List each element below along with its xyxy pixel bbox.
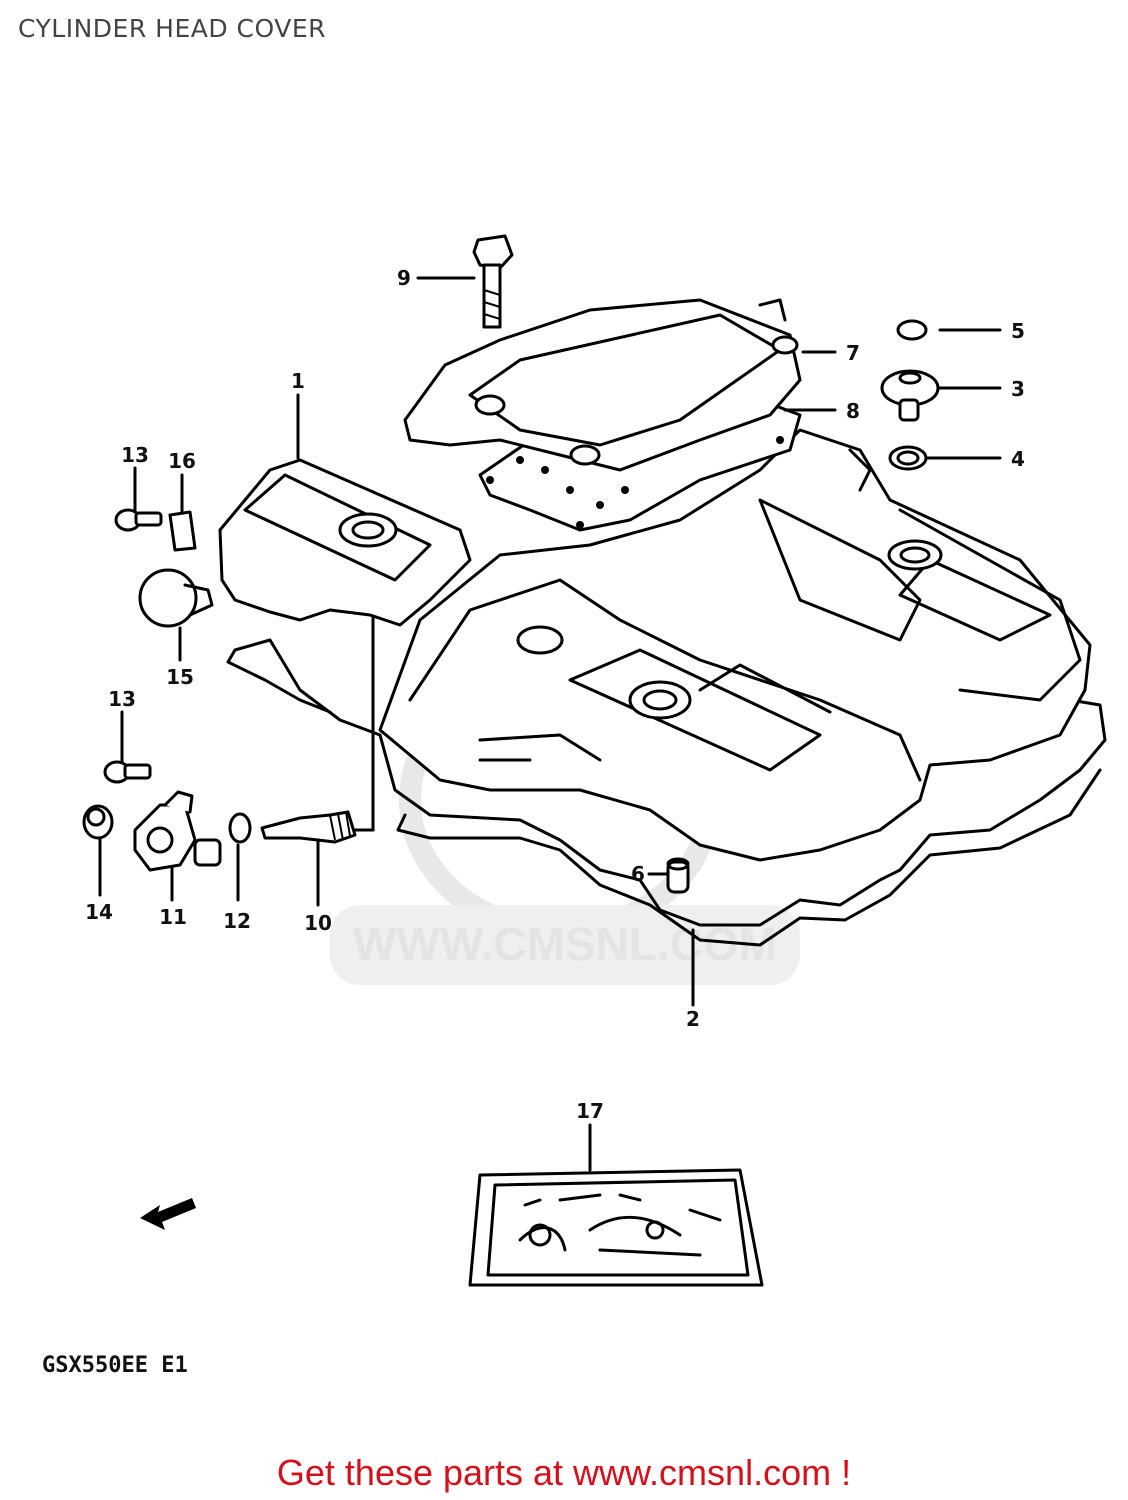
callout-10: 10	[304, 911, 332, 935]
part-14-plug	[82, 804, 114, 840]
callout-9: 9	[397, 266, 411, 290]
leader-lines	[98, 276, 1002, 1172]
parts-diagram: WWW.CMSNL.COM	[42, 234, 1107, 1378]
part-17-gasket-set	[468, 1168, 764, 1287]
part-5-cap	[896, 319, 928, 341]
part-4-o-ring	[888, 445, 928, 471]
callout-13-upper: 13	[121, 443, 149, 467]
watermark-text: WWW.CMSNL.COM	[353, 918, 777, 970]
callout-4: 4	[1011, 447, 1025, 471]
callout-13-lower: 13	[108, 687, 136, 711]
callout-14: 14	[85, 900, 113, 924]
callout-2: 2	[686, 1007, 700, 1031]
callout-11: 11	[159, 905, 187, 929]
part-16-clamp	[168, 510, 197, 552]
callout-5: 5	[1011, 319, 1025, 343]
part-1-cylinder-head-cover	[218, 428, 1092, 862]
callout-17: 17	[576, 1099, 604, 1123]
callout-12: 12	[223, 909, 251, 933]
part-11-tachometer-housing	[133, 790, 222, 872]
callout-1: 1	[291, 369, 305, 393]
part-10-gear	[260, 810, 357, 844]
part-3-bolt	[880, 369, 940, 422]
callout-6: 6	[631, 862, 645, 886]
page-title: CYLINDER HEAD COVER	[18, 14, 327, 43]
part-2-gasket	[226, 638, 1107, 947]
part-6-dowel	[666, 857, 690, 894]
model-code: GSX550EE E1	[42, 1353, 188, 1378]
part-12-o-ring	[228, 812, 252, 844]
part-15-plug	[138, 568, 214, 628]
part-13-bolt-lower	[103, 760, 152, 784]
part-9-bolt	[472, 234, 514, 329]
part-7-breather-cover	[403, 298, 802, 472]
callout-7: 7	[846, 341, 860, 365]
cmsnl-parts-link[interactable]: Get these parts at www.cmsnl.com !	[276, 1452, 852, 1493]
callout-8: 8	[846, 399, 860, 423]
callout-3: 3	[1011, 377, 1025, 401]
fwd-arrow-icon	[140, 1198, 196, 1230]
callout-16: 16	[168, 449, 196, 473]
callout-15: 15	[166, 665, 194, 689]
part-13-bolt-upper	[114, 508, 163, 532]
